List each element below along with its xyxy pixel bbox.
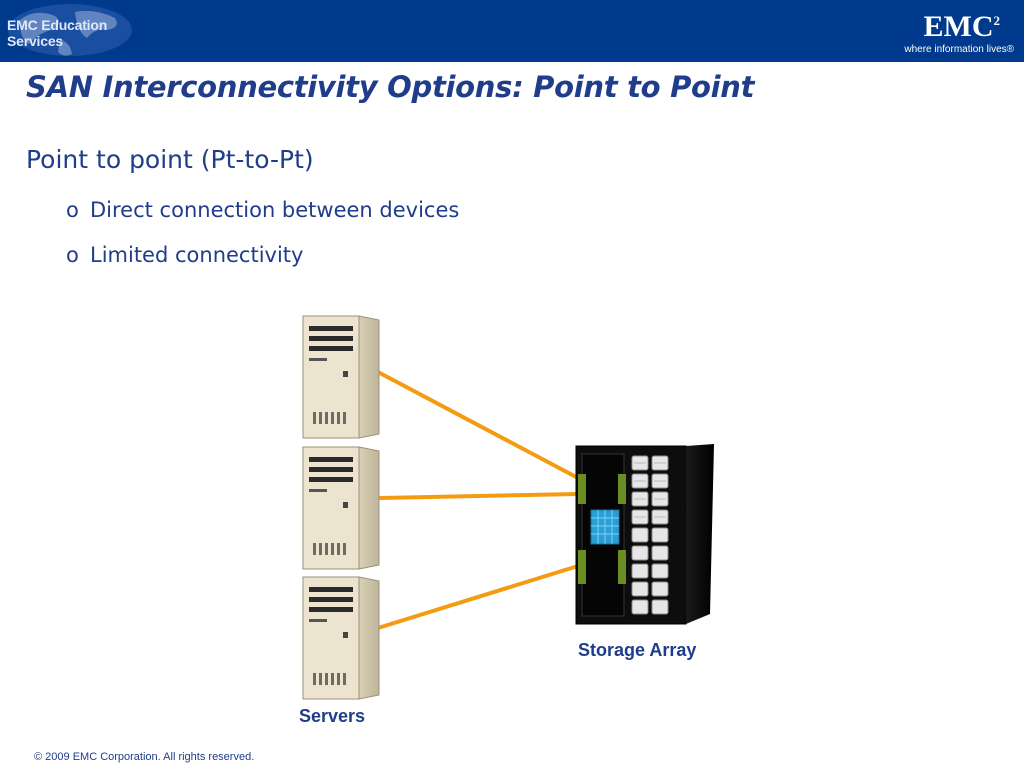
server-3: [302, 576, 380, 700]
sub-bullet-2: o Limited connectivity: [66, 243, 303, 267]
port-1: [578, 474, 586, 504]
bullet-marker: o: [66, 243, 79, 267]
brand-text: EMC Education Services: [7, 17, 108, 49]
bullet-marker: o: [66, 198, 79, 222]
copyright-footer: © 2009 EMC Corporation. All rights reser…: [34, 751, 255, 763]
sub-bullet-text: Limited connectivity: [90, 243, 304, 267]
link-server-3: [377, 564, 579, 630]
emc-logo: EMC2: [884, 4, 1001, 44]
server-2: [302, 446, 380, 570]
storage-array: [575, 444, 714, 625]
link-server-1: [377, 370, 579, 480]
globe-map-icon: [8, 4, 132, 56]
emc-logo-text: EMC: [923, 10, 994, 43]
emc-tagline: where information lives®: [904, 44, 1014, 55]
bullet-main: Point to point (Pt-to-Pt): [26, 145, 314, 174]
header-bar: EMC Education Services EMC2 where inform…: [0, 0, 1024, 62]
port-4: [618, 550, 626, 584]
server-1: [302, 315, 380, 439]
port-2: [578, 550, 586, 584]
emc-logo-superscript: 2: [993, 13, 1001, 28]
storage-array-label: Storage Array: [578, 640, 697, 660]
link-server-2: [377, 492, 579, 500]
servers-label: Servers: [299, 706, 366, 726]
slide-title: SAN Interconnectivity Options: Point to …: [26, 70, 755, 104]
emc-logo-block: EMC2 where information lives®: [884, 4, 1014, 56]
port-3: [618, 474, 626, 504]
controller-chip: [590, 509, 620, 545]
education-services-brand: EMC Education Services: [0, 0, 150, 62]
sub-bullet-1: o Direct connection between devices: [66, 198, 459, 222]
sub-bullet-text: Direct connection between devices: [90, 198, 460, 222]
